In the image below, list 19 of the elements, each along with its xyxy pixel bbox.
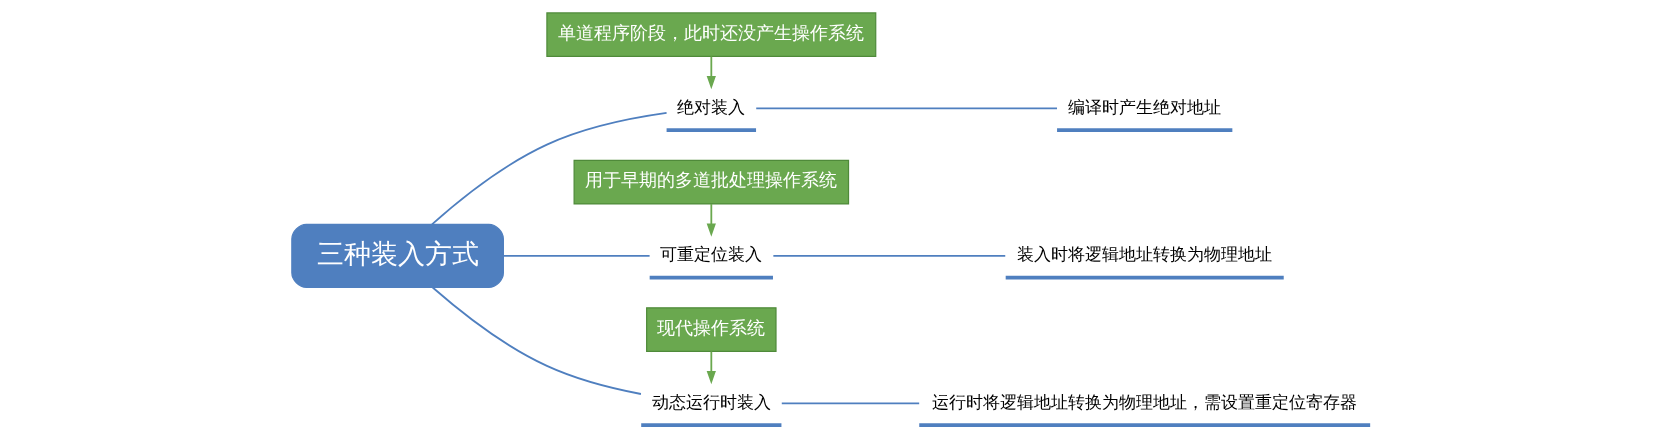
connector: [502, 254, 650, 257]
connector: [430, 112, 667, 226]
node-box: 三种装入方式: [290, 223, 504, 288]
connector: [431, 286, 642, 395]
node-text: 可重定位装入: [659, 244, 762, 265]
node-text: 运行时将逻辑地址转换为物理地址，需设置重定位寄存器: [931, 391, 1357, 412]
connector: [754, 107, 1058, 110]
arrow: [706, 203, 716, 237]
arrow: [706, 350, 716, 385]
connector: [780, 402, 920, 405]
node-text: 装入时将逻辑地址转换为物理地址: [1016, 244, 1272, 265]
node-text: 编译时产生绝对地址: [1067, 96, 1221, 117]
node-box: 单道程序阶段，此时还没产生操作系统: [545, 12, 876, 57]
node-box: 用于早期的多道批处理操作系统: [573, 159, 849, 205]
node-text: 动态运行时装入: [651, 391, 771, 412]
arrow: [706, 55, 716, 90]
node-box: 现代操作系统: [645, 307, 777, 352]
node-text: 绝对装入: [676, 96, 745, 117]
connector: [771, 254, 1006, 257]
